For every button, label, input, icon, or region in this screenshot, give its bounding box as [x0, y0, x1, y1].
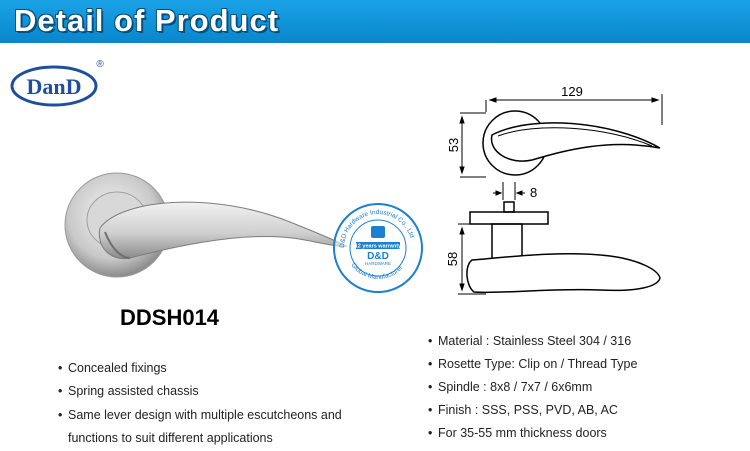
seal-sub: HARDWARE: [365, 261, 391, 266]
dim-rosette: 53: [446, 138, 461, 152]
list-item: •Spring assisted chassis: [58, 384, 199, 398]
product-model: DDSH014: [120, 305, 220, 330]
list-item: •Same lever design with multiple escutch…: [58, 408, 342, 445]
list-item: •Spindle : 8x8 / 7x7 / 6x6mm: [428, 380, 593, 394]
brand-logo: DanD ®: [10, 59, 104, 107]
dim-length: 129: [561, 84, 583, 99]
registered-mark: ®: [96, 59, 104, 70]
page-title: Detail of Product: [14, 3, 280, 38]
seal-warranty: 12 years warranty: [355, 244, 402, 250]
list-item: •Material : Stainless Steel 304 / 316: [428, 334, 632, 348]
list-item: •For 35-55 mm thickness doors: [428, 426, 607, 440]
list-item: •Finish : SSS, PSS, PVD, AB, AC: [428, 403, 618, 417]
seal-brand: D&D: [367, 251, 389, 262]
logo-text: DanD: [26, 74, 81, 99]
technical-drawing: 129 53 8 58: [445, 84, 663, 295]
list-item: •Concealed fixings: [58, 361, 167, 375]
dim-spindle: 8: [530, 185, 537, 200]
list-item: •Rosette Type: Clip on / Thread Type: [428, 357, 638, 371]
spec-list-right: •Material : Stainless Steel 304 / 316 •R…: [428, 331, 637, 446]
seal-emblem: [371, 226, 385, 238]
dim-height: 58: [445, 252, 460, 266]
header-banner: Detail of Product: [0, 0, 750, 43]
feature-list-left: •Concealed fixings •Spring assisted chas…: [58, 358, 348, 450]
warranty-seal: D&D Hardware Industrial Co., Ltd Global …: [333, 203, 423, 293]
lever-handle-photo: [64, 172, 348, 278]
